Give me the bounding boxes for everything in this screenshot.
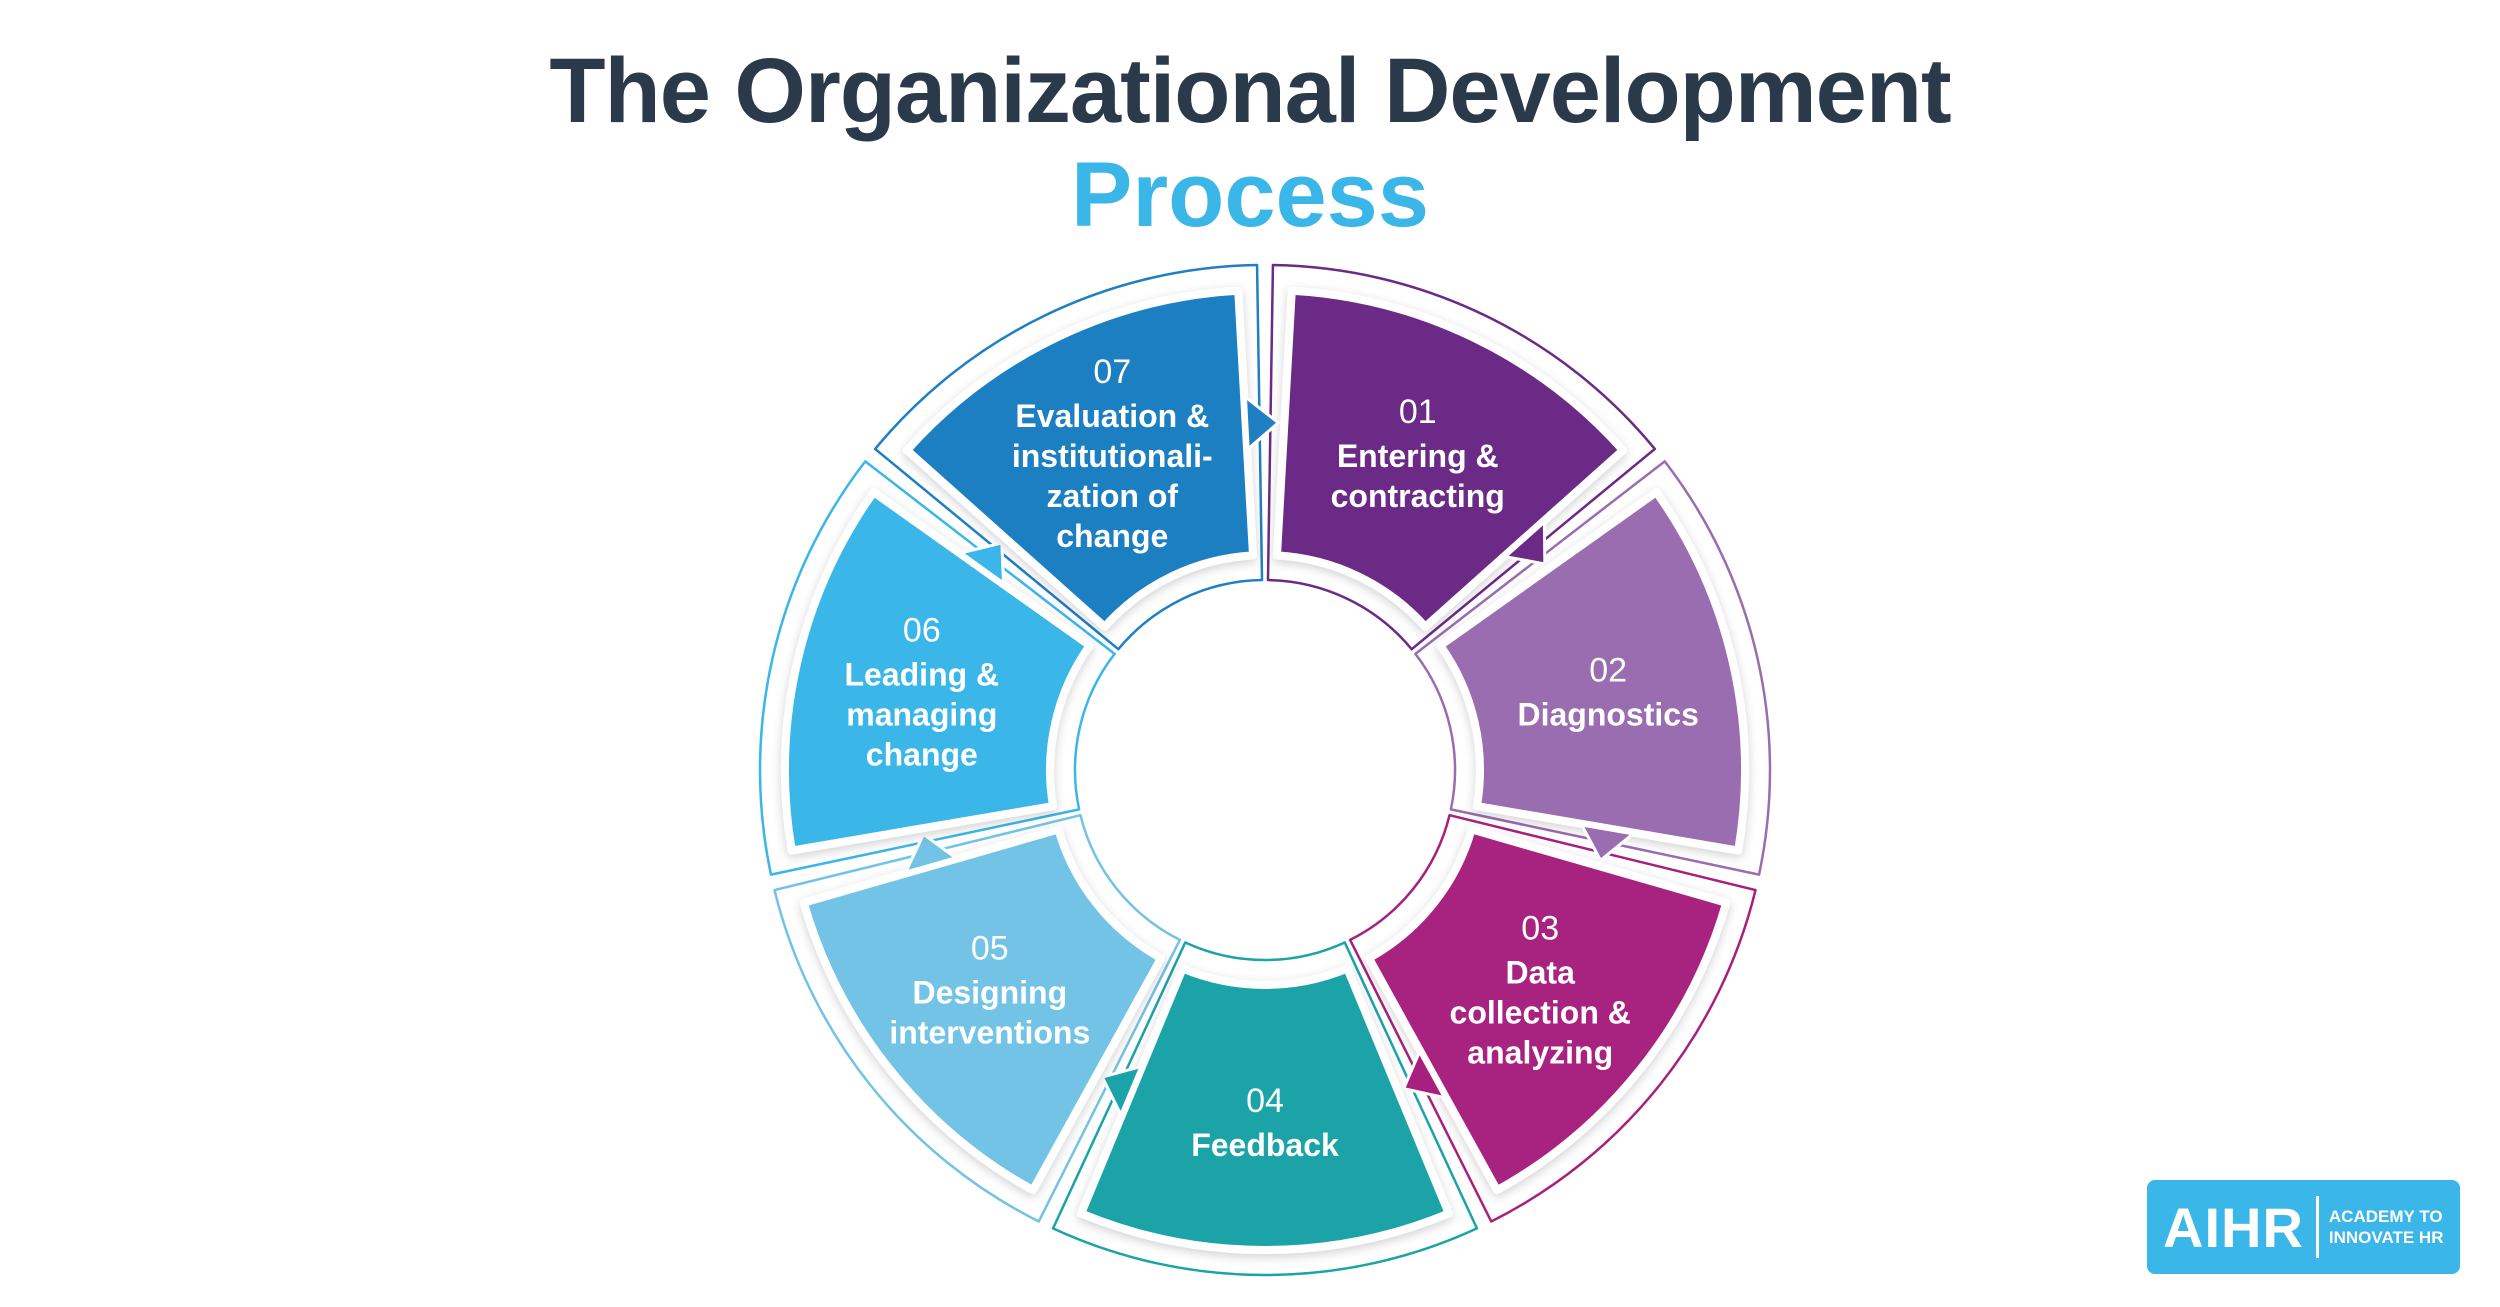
- segment-06-label-line-1: Leading &: [844, 657, 999, 693]
- segment-02-label-line-1: Diagnostics: [1517, 697, 1698, 733]
- segment-05-arrow: [904, 832, 958, 874]
- segment-01-label-line-1: Entering &: [1337, 438, 1499, 474]
- segment-05-label-line-1: Designing: [912, 974, 1067, 1010]
- segment-05-number: 05: [971, 929, 1009, 967]
- segment-04-number: 04: [1246, 1082, 1284, 1120]
- segment-01-label-line-2: contracting: [1331, 478, 1505, 514]
- segment-07-label-line-4: change: [1056, 518, 1168, 554]
- segment-01-fill: [1273, 286, 1627, 631]
- segment-06-arrow: [959, 541, 1005, 585]
- segment-07-label-line-1: Evaluation &: [1015, 398, 1209, 434]
- segment-07-number: 07: [1093, 353, 1131, 391]
- segment-03-label-line-1: Data: [1506, 954, 1576, 990]
- segment-05-fill: [799, 825, 1166, 1195]
- segment-04-label-line-1: Feedback: [1191, 1127, 1339, 1163]
- segment-05-label-line-2: interventions: [889, 1014, 1090, 1050]
- segment-03-label-line-3: analyzing: [1467, 1034, 1613, 1070]
- segment-01-arrow: [1504, 520, 1547, 566]
- segment-02-arrow: [1580, 823, 1635, 862]
- segment-02-fill: [1436, 488, 1749, 855]
- logo-divider: [2315, 1196, 2319, 1258]
- segment-06-label-line-3: change: [866, 737, 978, 773]
- segment-01-number: 01: [1399, 393, 1437, 431]
- logo-mark: AIHR: [2163, 1195, 2304, 1259]
- segment-04-arrow: [1100, 1065, 1143, 1117]
- page-subtitle: Process: [1070, 144, 1430, 246]
- logo-tagline: ACADEMY TO INNOVATE HR: [2329, 1206, 2444, 1248]
- segment-07-fill: [903, 286, 1257, 631]
- segment-06-number: 06: [903, 612, 941, 650]
- segment-07-label-line-3: zation of: [1047, 478, 1179, 514]
- segment-03-arrow: [1402, 1050, 1446, 1100]
- page-title: The Organizational Development: [549, 40, 1951, 142]
- segment-07-arrow: [1243, 395, 1280, 451]
- segment-03-fill: [1364, 825, 1731, 1195]
- segment-06-label-line-2: managing: [846, 697, 997, 733]
- segment-06-fill: [781, 488, 1094, 855]
- aihr-logo: AIHR ACADEMY TO INNOVATE HR: [2147, 1180, 2460, 1274]
- segment-02-number: 02: [1589, 652, 1627, 690]
- segment-04-fill: [1077, 964, 1453, 1254]
- logo-tagline-line2: INNOVATE HR: [2328, 1228, 2444, 1247]
- segment-03-label-line-2: collection &: [1450, 994, 1631, 1030]
- segment-03-number: 03: [1521, 909, 1559, 947]
- logo-tagline-line1: ACADEMY TO: [2328, 1207, 2443, 1226]
- segment-07-label-line-2: institutionali-: [1012, 438, 1213, 474]
